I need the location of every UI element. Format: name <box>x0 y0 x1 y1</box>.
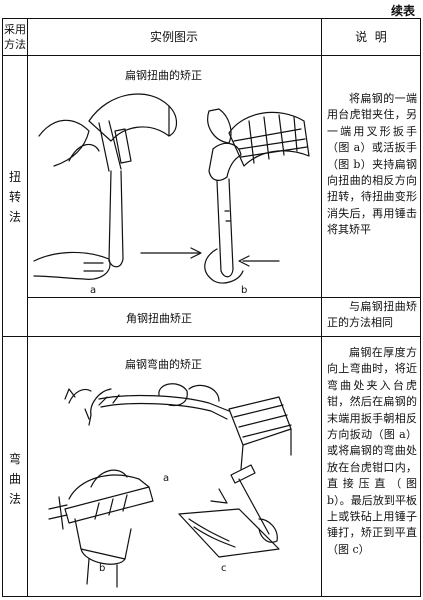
description-column-header: 说 明 <box>355 30 387 44</box>
description-twist: 将扁钢的一端用台虎钳夹住，另一端用叉形扳手（图 a）或活扳手（图 b）夹持扁钢向… <box>327 92 417 237</box>
header-divider <box>3 55 420 56</box>
figure-caption-flat-twist: 扁钢扭曲的矫正 <box>125 69 202 82</box>
column-divider <box>27 19 28 596</box>
flat-steel-bend-illustration <box>48 383 292 588</box>
example-column-header: 实例图示 <box>149 30 198 44</box>
column-divider <box>321 19 322 596</box>
method-bend: 弯曲法 <box>8 452 21 506</box>
flat-steel-twist-illustration <box>33 93 310 284</box>
figure-caption-flat-bend: 扁钢弯曲的矫正 <box>125 358 202 371</box>
method-header-line2: 方法 <box>4 38 26 51</box>
continued-label: 续表 <box>390 4 415 18</box>
figure-label-a: a <box>90 285 97 296</box>
figure-label-c: c <box>221 563 227 574</box>
figure-caption-angle-twist: 角钢扭曲矫正 <box>126 312 192 325</box>
method-column-header: 采用 方法 <box>4 22 26 52</box>
figure-label-a: a <box>163 473 170 484</box>
method-twist: 扭转法 <box>8 170 21 224</box>
description-bend: 扁钢在厚度方向上弯曲时，将近弯曲处夹入台虎钳，然后在扁钢的末端用扳手朝相反方向扳… <box>327 346 417 556</box>
figure-label-b: b <box>99 563 106 574</box>
row-divider <box>27 297 420 298</box>
row-divider <box>3 336 420 337</box>
method-header-line1: 采用 <box>4 23 26 36</box>
figure-label-b: b <box>241 285 248 296</box>
description-angle: 与扁钢扭曲矫正的方法相同 <box>327 300 417 329</box>
method-table: 采用 方法 实例图示 说 明 扭转法 弯曲法 扁钢扭曲的矫正 <box>2 18 421 597</box>
